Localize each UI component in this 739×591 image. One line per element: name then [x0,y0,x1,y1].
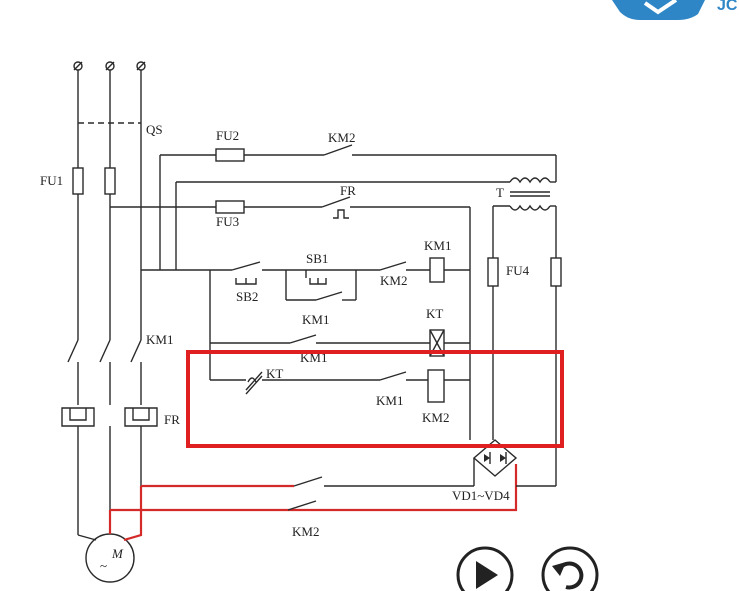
motor: M ~ [77,533,135,583]
fr-contact: FR [321,183,356,219]
terminal-l1 [73,61,83,71]
svg-text:SB1: SB1 [306,251,328,266]
replay-button[interactable] [541,546,599,591]
kt-delay-contact: KT [245,366,283,395]
highlight-box [186,350,564,448]
rectifier-vd1-vd4: VD1~VD4 [452,439,518,503]
control-circuit: FU2 KM2 T FU4 FU3 [110,128,562,487]
svg-text:KM1: KM1 [424,238,451,253]
fr-relay-label: FR [164,412,180,427]
svg-text:FU4: FU4 [506,263,530,278]
svg-text:KM1: KM1 [302,312,329,327]
fr-heater-2 [124,407,158,427]
fuse-fu1-b [104,167,116,195]
transformer-t: T [496,177,556,211]
svg-text:FU3: FU3 [216,214,239,229]
svg-text:FR: FR [340,183,356,198]
svg-text:~: ~ [100,558,107,573]
svg-text:KM2: KM2 [422,410,449,425]
fuse-fu2 [215,148,245,162]
svg-text:KT: KT [426,306,443,321]
svg-text:KM2: KM2 [328,130,355,145]
svg-text:FU2: FU2 [216,128,239,143]
km1-main-label: KM1 [146,332,173,347]
svg-text:SB2: SB2 [236,289,258,304]
svg-text:KM2: KM2 [380,273,407,288]
svg-text:KM1: KM1 [376,393,403,408]
sb1-start-button: SB1 [305,251,328,285]
svg-text:KT: KT [266,366,283,381]
svg-text:KM2: KM2 [292,524,319,539]
svg-text:JC: JC [717,0,738,14]
fuse-fu4 [487,257,499,287]
fr-heater-1 [61,407,95,427]
sb2-stop-button: SB2 [231,261,261,304]
fuse-fu1-a [72,167,84,195]
replay-icon [552,561,584,590]
dc-brake-wiring [108,464,518,542]
fuse-fu4-b [550,257,562,287]
km2-coil [427,369,445,403]
fu1-label: FU1 [40,173,63,188]
play-button[interactable] [456,546,514,591]
fuse-fu3 [215,200,245,214]
terminal-l2 [105,61,115,71]
terminal-l3 [136,61,146,71]
svg-text:M: M [111,546,124,561]
km2-brake-contacts: KM2 [287,458,475,539]
play-icon [476,561,498,589]
km2-top-contact [323,144,353,156]
svg-text:VD1~VD4: VD1~VD4 [452,488,510,503]
svg-text:T: T [496,185,504,200]
logo: JC [612,0,738,20]
km1-coil [429,257,445,283]
power-circuit: QS FU1 KM1 FR [40,61,180,535]
qs-label: QS [146,122,163,137]
